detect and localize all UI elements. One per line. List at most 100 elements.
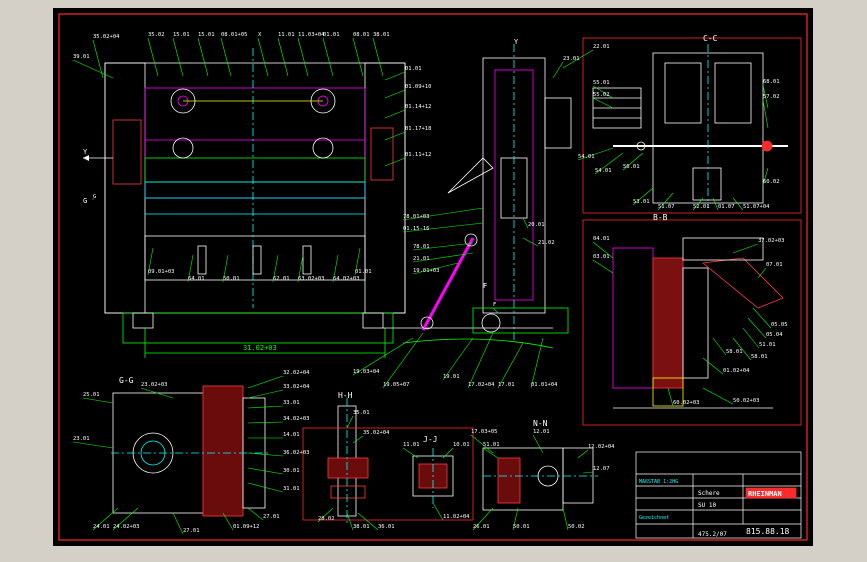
callout-text: 58.01 [751,354,768,360]
callout-text: 15.01 [173,32,190,38]
callout-text: 51.01 [759,342,776,348]
callout-label: 38.01 [346,512,370,531]
callout-label: 35.01 [346,410,370,429]
callout-text: 10.01 [453,442,470,448]
callout-label: 37.02+03 [732,238,785,254]
leader-line [247,375,284,389]
section-jj [302,427,474,521]
callout-label: 62.01 [272,254,290,283]
callout-label: 24.02+03 [112,507,140,531]
callout-text: 27.01 [263,514,280,520]
callout-text: 54.01 [595,168,612,174]
callout-label: 05.05 [752,307,788,329]
section-bb-frame [582,219,802,426]
callout-text: 55.01 [593,80,610,86]
callout-label: 68.01 [762,79,780,109]
callout-label: 51.01 [482,442,500,459]
leader-line [247,467,284,475]
callout-label: 39.01 [72,54,114,79]
leader-line [762,167,769,186]
callout-label: 01.01 [322,32,340,77]
callout-text: 26.01 [473,524,490,530]
callout-text: F [493,302,496,308]
title-block [635,451,802,539]
callout-label: 31.01 [247,482,300,493]
leader-line [712,197,719,211]
callout-text: 53.01 [633,199,650,205]
callout-label: 09.01+03 [147,247,175,276]
leader-line [384,131,406,141]
leader-line [492,307,499,314]
callout-label: 32.02+04 [247,370,310,389]
leader-line [402,447,419,459]
leader-line [322,37,334,77]
callout-text: 58.01 [726,349,743,355]
callout-label: G [92,194,96,200]
leader-line [297,37,309,77]
side-base [472,307,569,334]
callout-text: 12.01 [533,429,550,435]
front-left-cylinder [112,119,142,185]
callout-text: 11.03+04 [298,32,325,38]
callout-label: 50.01 [512,507,530,531]
leader-line [402,207,484,221]
leader-line [592,241,614,259]
callout-label: 35.02+04 [352,430,390,444]
callout-text: 12.02+04 [588,444,615,450]
callout-text: 57.02 [763,94,780,100]
callout-label: 30.01 [247,467,300,475]
callout-label: 12.07 [582,466,610,474]
callout-label: 60.02+03 [667,387,700,407]
section-title-jj: J-J [423,435,437,444]
leader-line [346,415,354,429]
leader-line [297,254,304,283]
leader-line [247,482,284,493]
section-title-gg: G-G [119,376,134,385]
callout-label: 33.02+04 [247,384,310,399]
callout-label: 11.01 [402,442,420,459]
leader-line [352,37,364,77]
leader-line [577,449,589,459]
callout-text: 36.01 [378,524,395,530]
callout-label: 35.02+04 [92,34,120,79]
leader-line [497,342,524,389]
callout-text: 11.01 [403,442,420,448]
callout-text: 31.01 [283,486,300,492]
callout-text: 78.01 [413,244,430,250]
callout-text: 60.02 [763,179,780,185]
callout-text: 68.01 [763,79,780,85]
leader-line [384,71,406,81]
callout-label: 17.01 [497,342,524,389]
callout-label: 51.07+04 [732,197,770,211]
title-row-b: Schere [698,490,720,497]
leader-line [742,327,760,349]
callout-label: 25.01 [82,392,114,404]
callout-text: 20.01 [528,222,545,228]
leader-line [522,237,539,247]
callout-text: 01.01 [405,66,422,72]
leader-line [512,507,519,531]
callout-label: 78.01 [412,242,474,251]
callout-text: 11.01 [278,32,295,38]
callout-text: 24.02+03 [113,524,140,530]
callout-label: 11.02+04 [432,502,470,521]
callout-label: 07.01 [757,262,783,279]
leader-line [147,247,154,276]
leader-line [702,357,724,375]
leader-line [747,317,767,339]
leader-line [762,84,769,109]
leader-line [432,502,444,521]
callout-text: 36.02+03 [283,450,310,456]
leader-line [352,337,414,376]
leader-line [92,507,119,531]
callout-text: 23.01 [73,436,90,442]
callout-text: 38.01 [353,524,370,530]
title-row-a: MAßSTAB 1:2HG [639,479,678,485]
leader-line [384,89,406,99]
drawing-border [58,13,808,541]
callout-label: 36.02+03 [247,450,310,457]
callout-text: 17.03+05 [471,429,498,435]
callout-text: 50.01 [513,524,530,530]
